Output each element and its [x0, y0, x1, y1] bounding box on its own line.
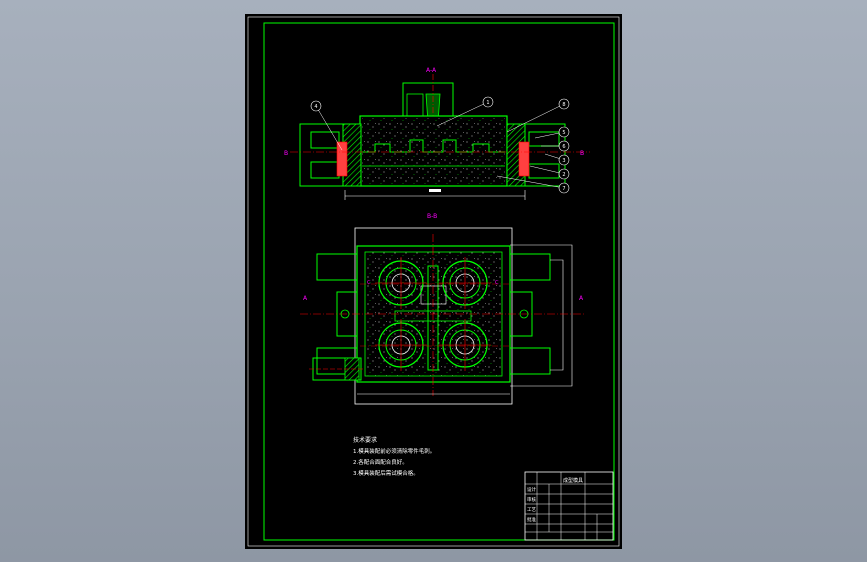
drawing-sheet: B B A-A 4 1 8 5 6 3 2 7 B-B	[245, 14, 622, 549]
section-marker-left: B	[284, 150, 288, 157]
balloon-label: 8	[562, 102, 565, 108]
balloon-label: 7	[562, 186, 565, 192]
title-cell-approve: 批准	[527, 516, 536, 523]
balloon-label: 6	[562, 144, 565, 150]
balloon-1: 1	[436, 96, 494, 127]
cavity-group	[375, 257, 491, 371]
cavity-2	[439, 257, 491, 309]
plan-view-label: B-B	[427, 213, 437, 220]
drawing-frame	[263, 22, 615, 541]
notes-line-2: 2.各配合面配合良好。	[353, 458, 408, 466]
title-cell-check: 审核	[527, 496, 536, 503]
title-cell-design: 设计	[527, 486, 536, 493]
sheet-border	[247, 16, 620, 547]
title-block: 设计 审核 工艺 批准 成型模具	[524, 471, 614, 541]
cavity-4	[439, 319, 491, 371]
notes-title: 技术要求	[353, 436, 377, 444]
drawing-name: 成型模具	[563, 477, 583, 484]
balloon-label: 4	[314, 104, 317, 110]
notes-line-3: 3.模具装配后需试模合格。	[353, 469, 419, 477]
balloon-label: 5	[562, 130, 565, 136]
plan-marker-a-right: A	[579, 295, 584, 302]
cad-drawing: B B A-A 4 1 8 5 6 3 2 7 B-B	[247, 16, 620, 547]
notes-line-1: 1.模具装配前必须清除零件毛刺。	[353, 447, 435, 455]
balloon-4: 4	[310, 100, 343, 151]
balloon-label: 3	[562, 158, 565, 164]
cavity-3	[375, 319, 427, 371]
balloon-label: 2	[562, 172, 565, 178]
plan-marker-a-left: A	[303, 295, 308, 302]
balloon-2: 2	[529, 165, 570, 180]
balloon-5: 5	[534, 126, 570, 139]
section-marker-right: B	[580, 150, 584, 157]
technical-notes: 技术要求 1.模具装配前必须清除零件毛刺。 2.各配合面配合良好。 3.模具装配…	[353, 436, 435, 477]
front-section-view: B B A-A 4 1 8 5 6 3 2 7	[284, 67, 590, 200]
balloon-6: 6	[541, 140, 570, 152]
balloon-8: 8	[506, 98, 570, 133]
plan-marker-c-left: C	[367, 280, 371, 286]
balloon-label: 1	[486, 100, 489, 106]
plan-marker-c-right: C	[495, 280, 499, 286]
title-cell-process: 工艺	[527, 507, 536, 513]
balloon-3: 3	[544, 153, 570, 166]
cavity-1	[375, 257, 427, 309]
plan-view: B-B	[300, 213, 585, 405]
balloon-group: 4 1 8 5 6 3 2 7	[310, 96, 570, 194]
balloon-7: 7	[496, 175, 570, 194]
front-view-label: A-A	[426, 67, 437, 74]
